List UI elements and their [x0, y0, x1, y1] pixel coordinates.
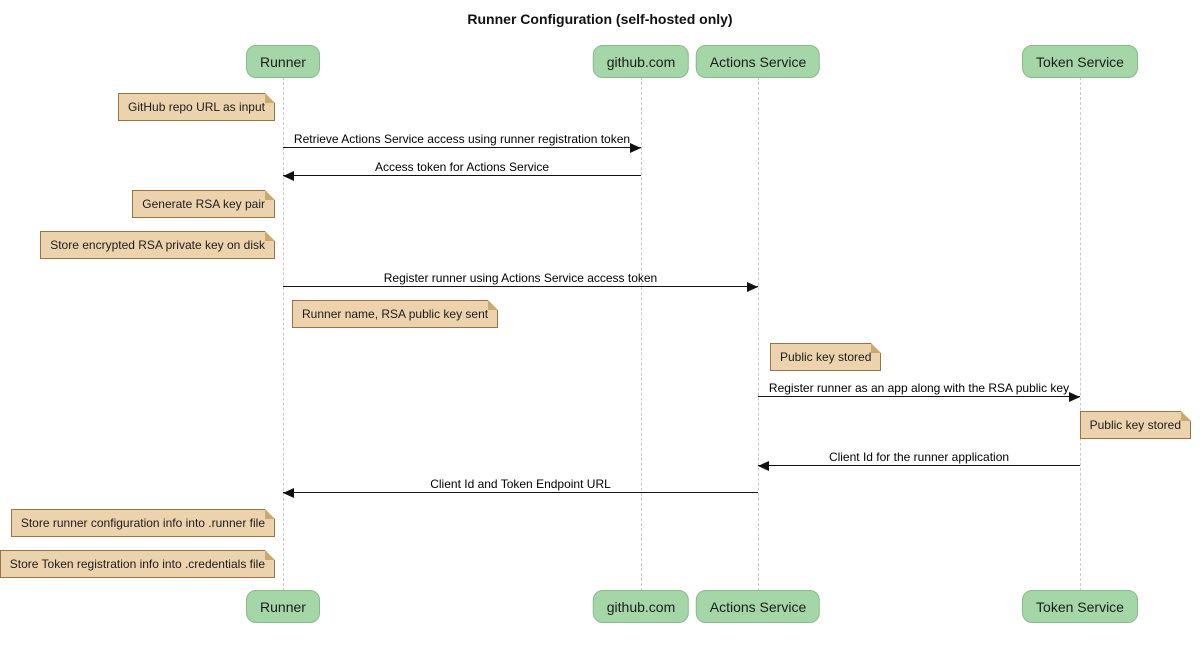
message-line — [758, 465, 1080, 466]
note-text: Public key stored — [1089, 418, 1181, 432]
participant-github-com-bottom: github.com — [592, 590, 690, 623]
message-label: Access token for Actions Service — [374, 160, 550, 174]
participant-token-service-top: Token Service — [1022, 45, 1138, 78]
arrowhead-right-icon — [630, 143, 641, 153]
arrowhead-left-icon — [283, 488, 294, 498]
arrowhead-left-icon — [758, 461, 769, 471]
note-generate-rsa-key-pair: Generate RSA key pair — [132, 190, 275, 218]
message-label: Register runner using Actions Service ac… — [383, 271, 658, 285]
message-line — [283, 147, 641, 148]
note-runner-name-public-key: Runner name, RSA public key sent — [292, 300, 499, 328]
note-fold-corner — [265, 93, 275, 103]
note-fold-corner — [265, 550, 275, 560]
message-register-runner: Register runner using Actions Service ac… — [283, 270, 758, 292]
participant-github-com-top: github.com — [592, 45, 690, 78]
note-public-key-stored-actions: Public key stored — [770, 343, 882, 371]
message-client-id-for-runner: Client Id for the runner application — [758, 449, 1080, 471]
note-text: Public key stored — [780, 350, 872, 364]
message-client-id-token-endpoint: Client Id and Token Endpoint URL — [283, 476, 758, 498]
lifeline-actions-service — [758, 77, 759, 591]
note-fold-corner — [1181, 411, 1191, 421]
note-text: Runner name, RSA public key sent — [302, 307, 489, 321]
note-public-key-stored-token: Public key stored — [1079, 411, 1191, 439]
message-label: Register runner as an app along with the… — [768, 381, 1070, 395]
participant-runner-top: Runner — [246, 45, 320, 78]
note-text: Generate RSA key pair — [142, 197, 265, 211]
message-line — [283, 492, 758, 493]
note-text: Store encrypted RSA private key on disk — [50, 238, 265, 252]
message-retrieve-actions-access: Retrieve Actions Service access using ru… — [283, 131, 641, 153]
participant-runner-bottom: Runner — [246, 590, 320, 623]
lifeline-token-service — [1080, 77, 1081, 591]
arrowhead-right-icon — [1069, 392, 1080, 402]
note-text: Store runner configuration info into .ru… — [20, 516, 265, 530]
note-text: Store Token registration info into .cred… — [9, 557, 265, 571]
message-line — [283, 175, 641, 176]
message-label: Client Id for the runner application — [828, 450, 1010, 464]
note-fold-corner — [265, 509, 275, 519]
arrowhead-left-icon — [283, 171, 294, 181]
note-store-private-key: Store encrypted RSA private key on disk — [40, 231, 275, 259]
participant-token-service-bottom: Token Service — [1022, 590, 1138, 623]
message-line — [758, 396, 1080, 397]
lifeline-runner — [283, 77, 284, 591]
note-fold-corner — [871, 343, 882, 353]
message-label: Client Id and Token Endpoint URL — [430, 477, 611, 491]
message-access-token-returned: Access token for Actions Service — [283, 159, 641, 181]
note-fold-corner — [265, 190, 275, 200]
participant-actions-service-bottom: Actions Service — [695, 590, 821, 623]
note-github-repo-url: GitHub repo URL as input — [118, 93, 275, 121]
note-fold-corner — [488, 300, 499, 310]
arrowhead-right-icon — [747, 282, 758, 292]
participant-actions-service-top: Actions Service — [695, 45, 821, 78]
note-store-runner-file: Store runner configuration info into .ru… — [10, 509, 275, 537]
message-register-runner-as-app: Register runner as an app along with the… — [758, 380, 1080, 402]
diagram-title: Runner Configuration (self-hosted only) — [467, 11, 733, 27]
note-fold-corner — [265, 231, 275, 241]
lifeline-github-com — [641, 77, 642, 591]
message-line — [283, 286, 758, 287]
note-text: GitHub repo URL as input — [128, 100, 265, 114]
message-label: Retrieve Actions Service access using ru… — [293, 132, 631, 146]
note-store-credentials-file: Store Token registration info into .cred… — [0, 550, 275, 578]
